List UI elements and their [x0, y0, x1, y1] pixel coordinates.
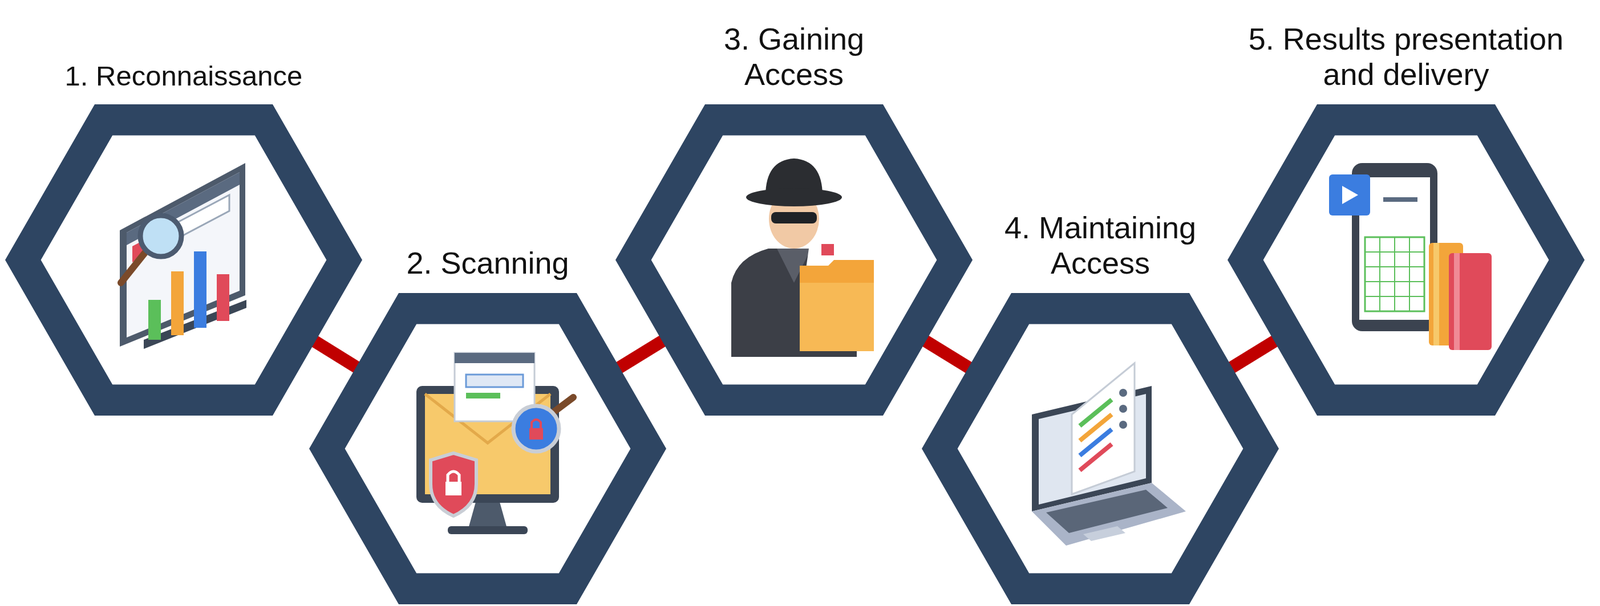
hexagon-frame: [309, 293, 667, 605]
laptop-icon: [1031, 363, 1186, 546]
phase-connector: [617, 339, 665, 369]
scanning-icon: [416, 353, 574, 535]
phase-title: 4. Maintaining Access: [986, 209, 1215, 281]
phase-title: 3. Gaining Access: [708, 21, 880, 92]
hexagon-fill: [651, 135, 938, 386]
phase-connector: [313, 340, 359, 369]
phase-connector: [1230, 340, 1277, 370]
hexagon-fill: [1263, 135, 1550, 386]
report-icon: [1329, 163, 1492, 351]
phase-connector: [924, 339, 971, 369]
connector-line: [617, 339, 665, 369]
heading-wrap: 5. Results presentation and delivery: [1223, 21, 1589, 92]
hexagon-fill: [41, 135, 327, 386]
hexagon-frame: [5, 104, 363, 416]
hexagon-frame: [1227, 104, 1585, 416]
hacker-icon: [731, 158, 874, 358]
phase-title: 1. Reconnaissance: [0, 59, 384, 92]
connector-line: [924, 339, 971, 369]
connector-line: [313, 340, 359, 369]
hexagon-frame: [615, 104, 973, 416]
hexagon-fill: [957, 324, 1244, 574]
hexagon-frame: [921, 293, 1279, 605]
heading-wrap: 1. Reconnaissance: [0, 59, 384, 92]
hexagon-fill: [345, 324, 631, 574]
analytics-icon: [119, 163, 247, 350]
phase-title: 5. Results presentation and delivery: [1223, 21, 1589, 92]
connector-line: [1230, 340, 1277, 370]
heading-wrap: 3. Gaining Access: [708, 21, 880, 92]
heading-wrap: 4. Maintaining Access: [986, 209, 1215, 281]
